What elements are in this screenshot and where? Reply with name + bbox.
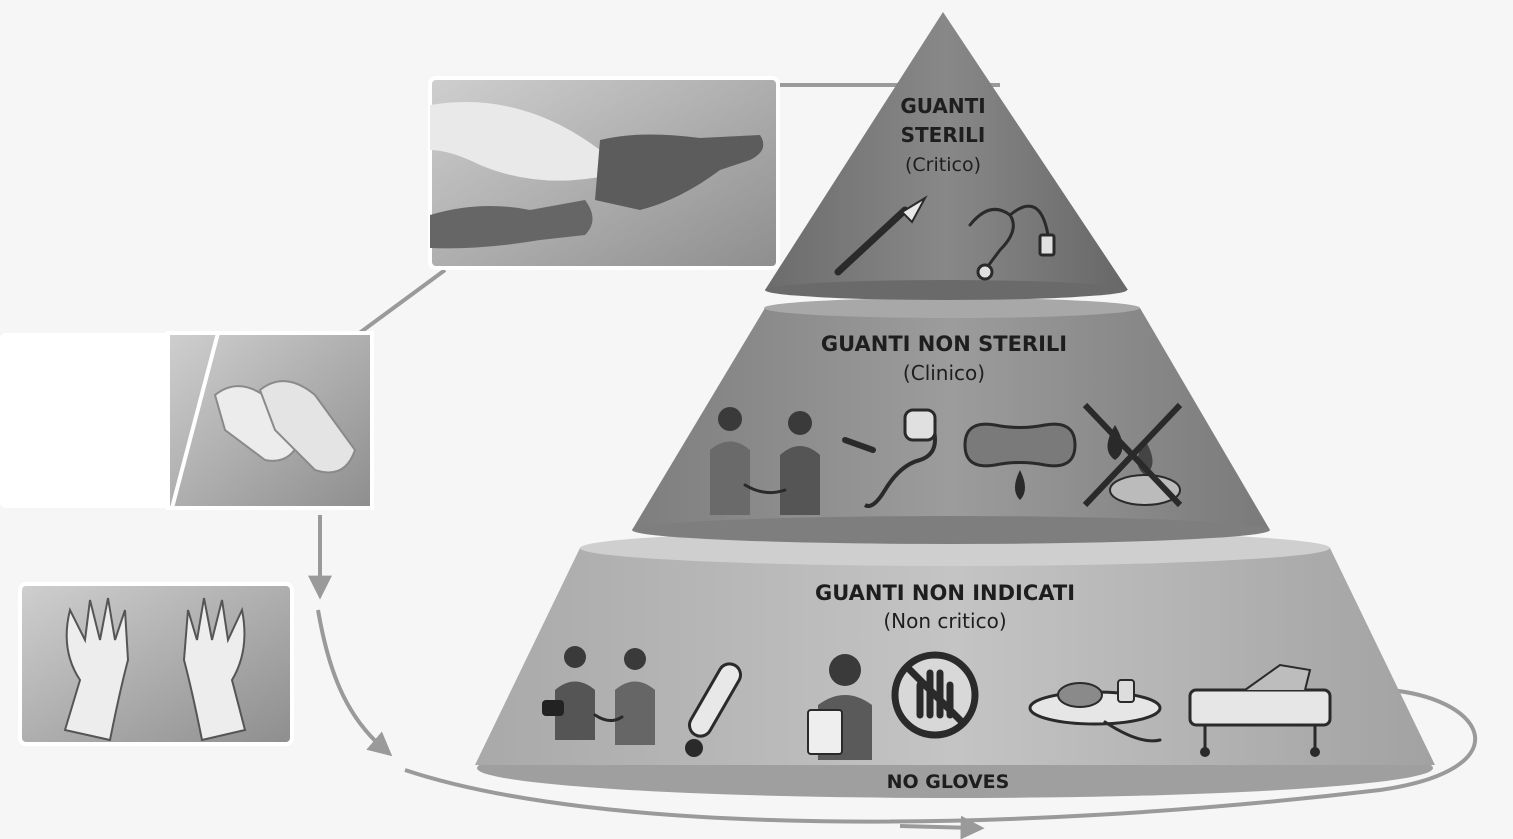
sterile-glove-photo [430, 78, 778, 268]
middle-tier-title: GUANTI NON STERILI [821, 332, 1067, 356]
bottom-tier-subtitle: (Non critico) [883, 609, 1006, 633]
top-tier-title-line1: GUANTI [900, 94, 985, 118]
top-tier-subtitle: (Critico) [905, 154, 981, 176]
bottom-tier-title: GUANTI NON INDICATI [815, 581, 1075, 605]
top-tier-title-line2: STERILI [901, 123, 986, 147]
base-orbit-arrowhead-path [900, 826, 975, 828]
no-gloves-badge: NO GLOVES [887, 771, 1010, 793]
pyramid-bottom-tier: GUANTI NON INDICATI (Non critico) [475, 530, 1435, 798]
middle-tier-subtitle: (Clinico) [903, 361, 985, 385]
no-gloves-icon [895, 655, 975, 735]
bare-hands-photo [20, 584, 292, 744]
nonsterile-glove-photo [0, 333, 372, 508]
